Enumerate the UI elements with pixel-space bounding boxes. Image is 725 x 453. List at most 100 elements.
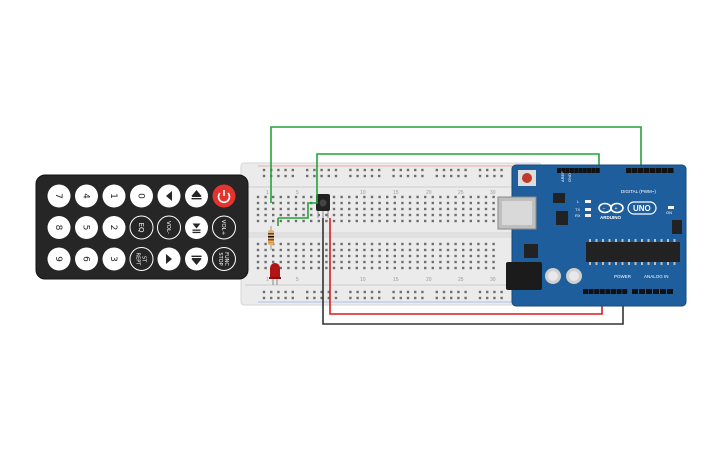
breadboard-hole[interactable] [454, 260, 457, 264]
breadboard-hole[interactable] [484, 195, 488, 199]
breadboard-hole[interactable] [325, 254, 328, 258]
rail-hole[interactable] [493, 296, 496, 300]
header-pin[interactable] [644, 168, 650, 173]
rail-hole[interactable] [399, 168, 402, 172]
rail-hole[interactable] [349, 174, 352, 178]
header-pin[interactable] [587, 168, 592, 173]
breadboard-hole[interactable] [332, 254, 336, 258]
rail-hole[interactable] [306, 168, 309, 172]
breadboard-hole[interactable] [446, 219, 450, 223]
breadboard-hole[interactable] [272, 260, 275, 264]
rail-hole[interactable] [493, 168, 496, 172]
remote-button-4[interactable]: 4 [75, 184, 98, 208]
rail-hole[interactable] [370, 174, 374, 178]
breadboard-hole[interactable] [332, 195, 336, 199]
rail-hole[interactable] [493, 290, 496, 294]
rail-hole[interactable] [277, 290, 280, 294]
breadboard-hole[interactable] [310, 266, 313, 270]
rail-hole[interactable] [435, 168, 438, 172]
breadboard-hole[interactable] [317, 254, 320, 258]
rail-hole[interactable] [356, 296, 359, 300]
breadboard-hole[interactable] [355, 201, 358, 205]
breadboard-hole[interactable] [348, 254, 351, 258]
breadboard-hole[interactable] [446, 213, 450, 217]
breadboard-hole[interactable] [378, 242, 381, 246]
breadboard-hole[interactable] [424, 219, 427, 223]
breadboard-hole[interactable] [477, 260, 480, 264]
rail-hole[interactable] [392, 290, 395, 294]
breadboard-hole[interactable] [272, 248, 275, 252]
rail-hole[interactable] [291, 168, 294, 172]
breadboard-hole[interactable] [363, 242, 366, 246]
wire-green-pin7[interactable] [316, 153, 600, 203]
breadboard-hole[interactable] [462, 201, 465, 205]
header-pin[interactable] [583, 289, 588, 294]
breadboard-hole[interactable] [348, 201, 351, 205]
rail-hole[interactable] [478, 296, 482, 300]
breadboard-hole[interactable] [416, 213, 419, 217]
rail-hole[interactable] [500, 174, 503, 178]
breadboard-hole[interactable] [424, 201, 427, 205]
breadboard-hole[interactable] [386, 266, 389, 270]
breadboard-hole[interactable] [370, 242, 374, 246]
breadboard-hole[interactable] [256, 248, 260, 252]
header-pin[interactable] [668, 168, 674, 173]
breadboard-hole[interactable] [477, 213, 480, 217]
rail-hole[interactable] [363, 174, 366, 178]
breadboard-hole[interactable] [446, 195, 450, 199]
rail-hole[interactable] [486, 290, 489, 294]
breadboard-hole[interactable] [287, 260, 290, 264]
rail-hole[interactable] [356, 168, 359, 172]
breadboard-hole[interactable] [439, 195, 442, 199]
breadboard-hole[interactable] [454, 219, 457, 223]
rail-hole[interactable] [327, 296, 330, 300]
breadboard-hole[interactable] [439, 219, 442, 223]
breadboard-hole[interactable] [393, 213, 396, 217]
rail-hole[interactable] [406, 174, 410, 178]
rail-hole[interactable] [464, 290, 467, 294]
breadboard-hole[interactable] [325, 248, 328, 252]
breadboard-hole[interactable] [462, 242, 465, 246]
breadboard-hole[interactable] [431, 195, 434, 199]
breadboard-hole[interactable] [401, 266, 404, 270]
breadboard-hole[interactable] [408, 195, 412, 199]
breadboard-hole[interactable] [424, 207, 427, 211]
breadboard-hole[interactable] [294, 207, 298, 211]
rail-hole[interactable] [334, 174, 338, 178]
breadboard-hole[interactable] [317, 213, 320, 217]
breadboard-hole[interactable] [310, 242, 313, 246]
breadboard-hole[interactable] [462, 195, 465, 199]
rail-hole[interactable] [478, 290, 482, 294]
rail-hole[interactable] [450, 290, 453, 294]
breadboard-hole[interactable] [408, 219, 412, 223]
rail-hole[interactable] [406, 168, 410, 172]
breadboard-hole[interactable] [378, 254, 381, 258]
rail-hole[interactable] [442, 290, 446, 294]
remote-button-eq[interactable]: EQ [129, 215, 154, 240]
breadboard-hole[interactable] [310, 254, 313, 258]
breadboard-hole[interactable] [401, 248, 404, 252]
breadboard-hole[interactable] [317, 242, 320, 246]
header-pin[interactable] [667, 289, 673, 294]
rail-hole[interactable] [262, 296, 266, 300]
breadboard-hole[interactable] [393, 242, 396, 246]
breadboard-hole[interactable] [317, 248, 320, 252]
rail-hole[interactable] [313, 290, 316, 294]
breadboard-hole[interactable] [302, 242, 305, 246]
breadboard-hole[interactable] [348, 213, 351, 217]
breadboard-hole[interactable] [469, 248, 472, 252]
breadboard-hole[interactable] [408, 254, 412, 258]
breadboard-hole[interactable] [348, 242, 351, 246]
breadboard-hole[interactable] [446, 207, 450, 211]
breadboard-hole[interactable] [310, 219, 313, 223]
pin-headers[interactable] [557, 168, 674, 294]
rail-hole[interactable] [306, 174, 309, 178]
breadboard-hole[interactable] [469, 195, 472, 199]
breadboard-hole[interactable] [287, 207, 290, 211]
breadboard-hole[interactable] [446, 260, 450, 264]
breadboard-hole[interactable] [378, 213, 381, 217]
breadboard-hole[interactable] [256, 266, 260, 270]
rail-hole[interactable] [284, 290, 287, 294]
breadboard-hole[interactable] [416, 248, 419, 252]
